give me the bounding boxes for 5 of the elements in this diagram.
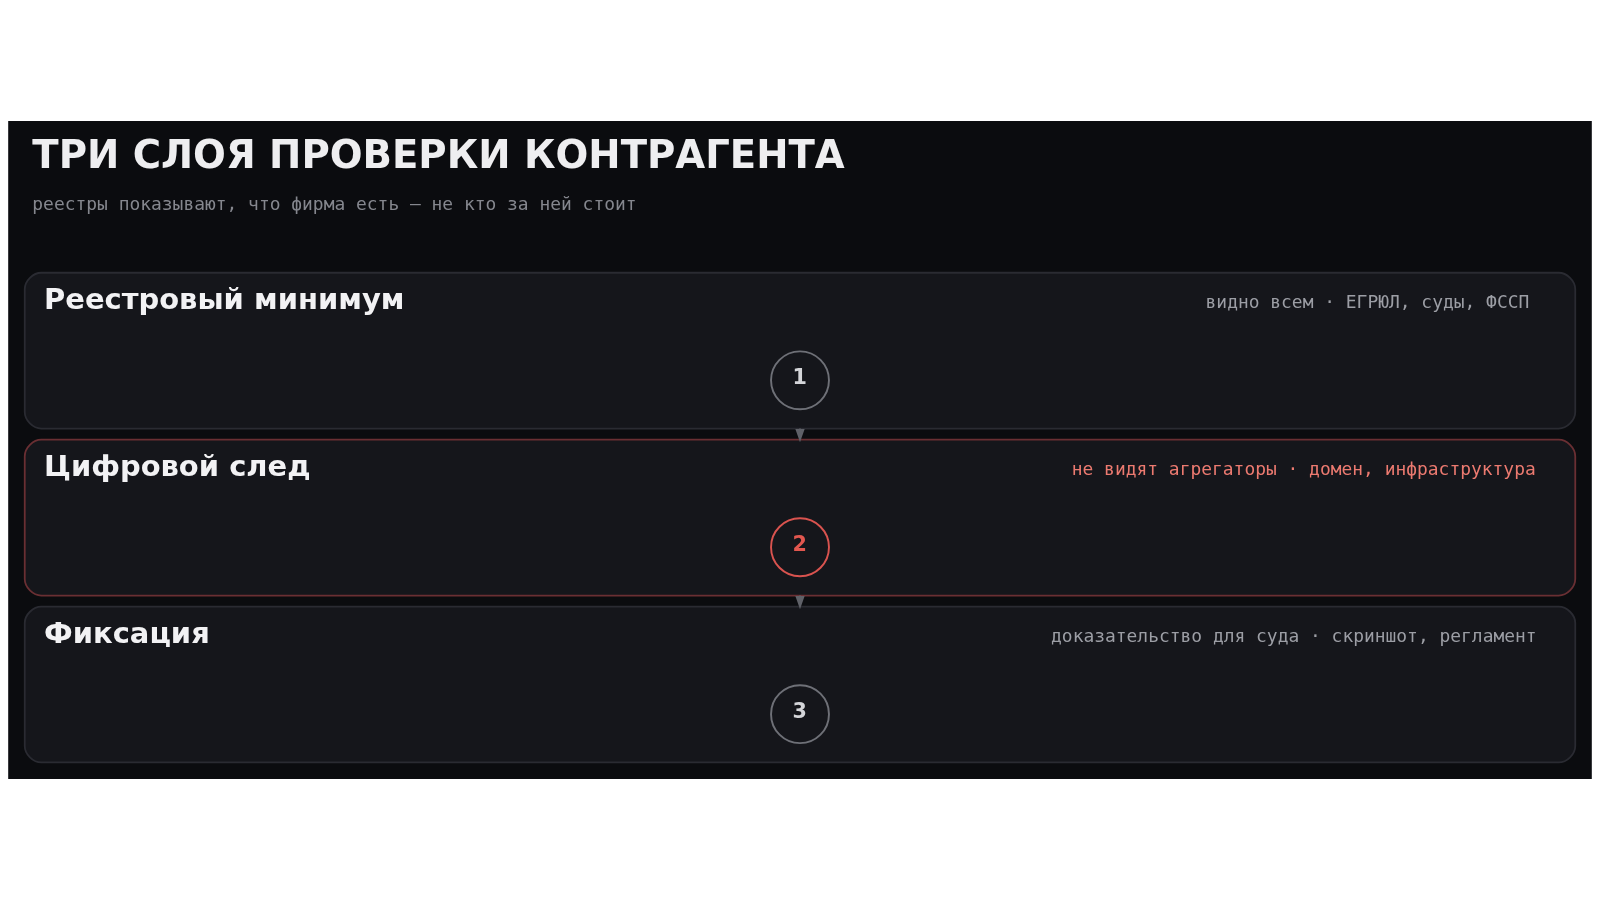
diagram-title: ТРИ СЛОЯ ПРОВЕРКИ КОНТРАГЕНТА [32,132,845,178]
node-circle: 2 [770,517,830,578]
caption: реестры показывают, что фирма есть — не кто за ней стоит [32,192,637,214]
node-circle: 1 [770,350,830,411]
node-circle: 3 [770,684,830,745]
